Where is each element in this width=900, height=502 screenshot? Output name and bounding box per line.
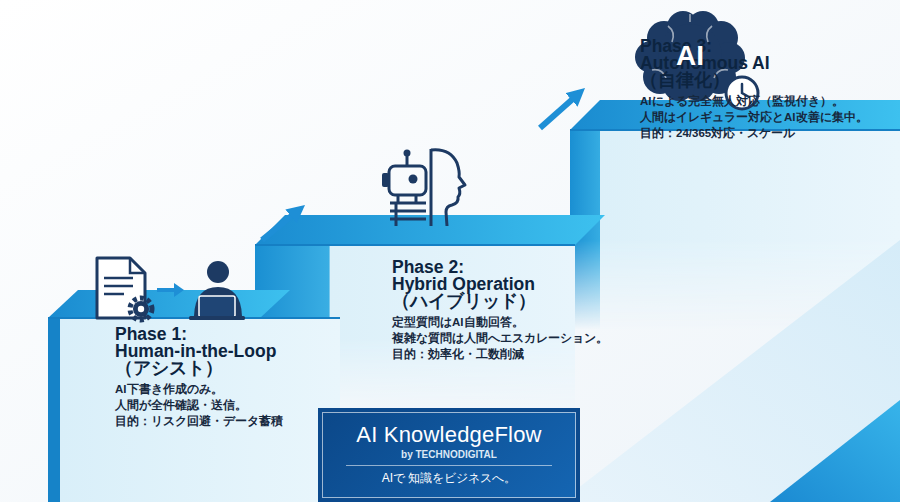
step-block: Phase 3: Autonomous AI （自律化）AIによる完全無人対応（… (585, 20, 900, 320)
text-line: AIで 知識をビジネスへ。 (346, 471, 552, 486)
progress-arrow (540, 88, 585, 128)
robot-ear (382, 173, 389, 187)
flow-arrow-shaft (157, 288, 176, 292)
text-line: 人間が全件確認・送信。 (115, 397, 283, 413)
text-line: 定型質問はAI自動回答。 (392, 314, 608, 330)
gear-teeth (130, 298, 152, 320)
text-line: Hybrid Operation (392, 276, 608, 293)
text-line: Phase 2: (392, 259, 608, 276)
text-line: （アシスト） (115, 360, 283, 377)
robot-head (389, 166, 426, 195)
text-group: Phase 2: Hybrid Operation （ハイブリッド）定型質問はA… (392, 259, 608, 362)
laptop-base (189, 316, 245, 320)
document-icon (97, 258, 145, 318)
phase-heading: Phase 2: Hybrid Operation （ハイブリッド） (392, 259, 608, 310)
corner-accent (770, 400, 900, 502)
person-head (207, 261, 229, 283)
phase-description: 定型質問はAI自動回答。 複雑な質問は人間へエスカレーション。 目的：効率化・工… (392, 314, 608, 362)
step-front (48, 318, 340, 502)
text-line: AI KnowledgeFlow (318, 422, 580, 448)
text-line: Phase 1: (115, 326, 283, 343)
gear-body (133, 301, 149, 317)
text-line: 人間はイレギュラー対応とAI改善に集中。 (640, 109, 868, 125)
step-edge (48, 317, 340, 319)
robot-eye (409, 175, 418, 184)
text-line: 目的：24/365対応・スケール (640, 125, 868, 141)
robot-body (390, 195, 426, 226)
brain-label: AI (660, 40, 720, 72)
step-block: Phase 1: Human-in-the-Loop （アシスト）AI下書き作成… (48, 240, 340, 502)
text-line: 複雑な質問は人間へエスカレーション。 (392, 330, 608, 346)
gear-hole (138, 306, 144, 312)
text-line: Autonomous AI (640, 55, 868, 72)
document-lines (104, 278, 133, 294)
brand-tagline: AIで 知識をビジネスへ。 (346, 465, 552, 486)
phase-description: AI下書き作成のみ。 人間が全件確認・送信。 目的：リスク回避・データ蓄積 (115, 381, 283, 429)
person-body (194, 287, 242, 316)
text-group: Phase 3: Autonomous AI （自律化）AIによる完全無人対応（… (640, 38, 868, 141)
progress-arrow (262, 205, 305, 240)
text-line: by TECHNODIGITAL (318, 448, 580, 461)
phase-heading: Phase 3: Autonomous AI （自律化） (640, 38, 868, 89)
step-edge (255, 244, 575, 246)
text-line: （自律化） (640, 72, 868, 89)
robot-antenna-tip (404, 150, 411, 157)
text-line: 目的：効率化・工数削減 (392, 346, 608, 362)
text-line: （ハイブリッド） (392, 293, 608, 310)
text-group: Phase 1: Human-in-the-Loop （アシスト）AI下書き作成… (115, 326, 283, 429)
brand-byline: by TECHNODIGITAL (318, 448, 580, 461)
text-line: AIによる完全無人対応（監視付き）。 (640, 93, 868, 109)
logo-box: AI KnowledgeFlowby TECHNODIGITAL AIで 知識をビ… (318, 408, 580, 502)
phase-description: AIによる完全無人対応（監視付き）。 人間はイレギュラー対応とAI改善に集中。 … (640, 93, 868, 141)
text-line: Human-in-the-Loop (115, 343, 283, 360)
flow-arrow-head (174, 283, 184, 297)
text-line: Phase 3: (640, 38, 868, 55)
laptop-screen (199, 296, 235, 317)
phase-heading: Phase 1: Human-in-the-Loop （アシスト） (115, 326, 283, 377)
human-profile (431, 150, 465, 226)
document-fold (130, 258, 145, 273)
text-line: AI下書き作成のみ。 (115, 381, 283, 397)
step-tread (48, 290, 290, 318)
brand-name: AI KnowledgeFlow (318, 422, 580, 448)
step-block: Phase 2: Hybrid Operation （ハイブリッド）定型質問はA… (305, 128, 610, 390)
split-line (430, 149, 433, 226)
text-line: 目的：リスク回避・データ蓄積 (115, 413, 283, 429)
corner-triangle (560, 240, 900, 502)
text-group: AI KnowledgeFlowby TECHNODIGITAL AIで 知識をビ… (318, 422, 580, 486)
robot-antenna (406, 156, 409, 166)
